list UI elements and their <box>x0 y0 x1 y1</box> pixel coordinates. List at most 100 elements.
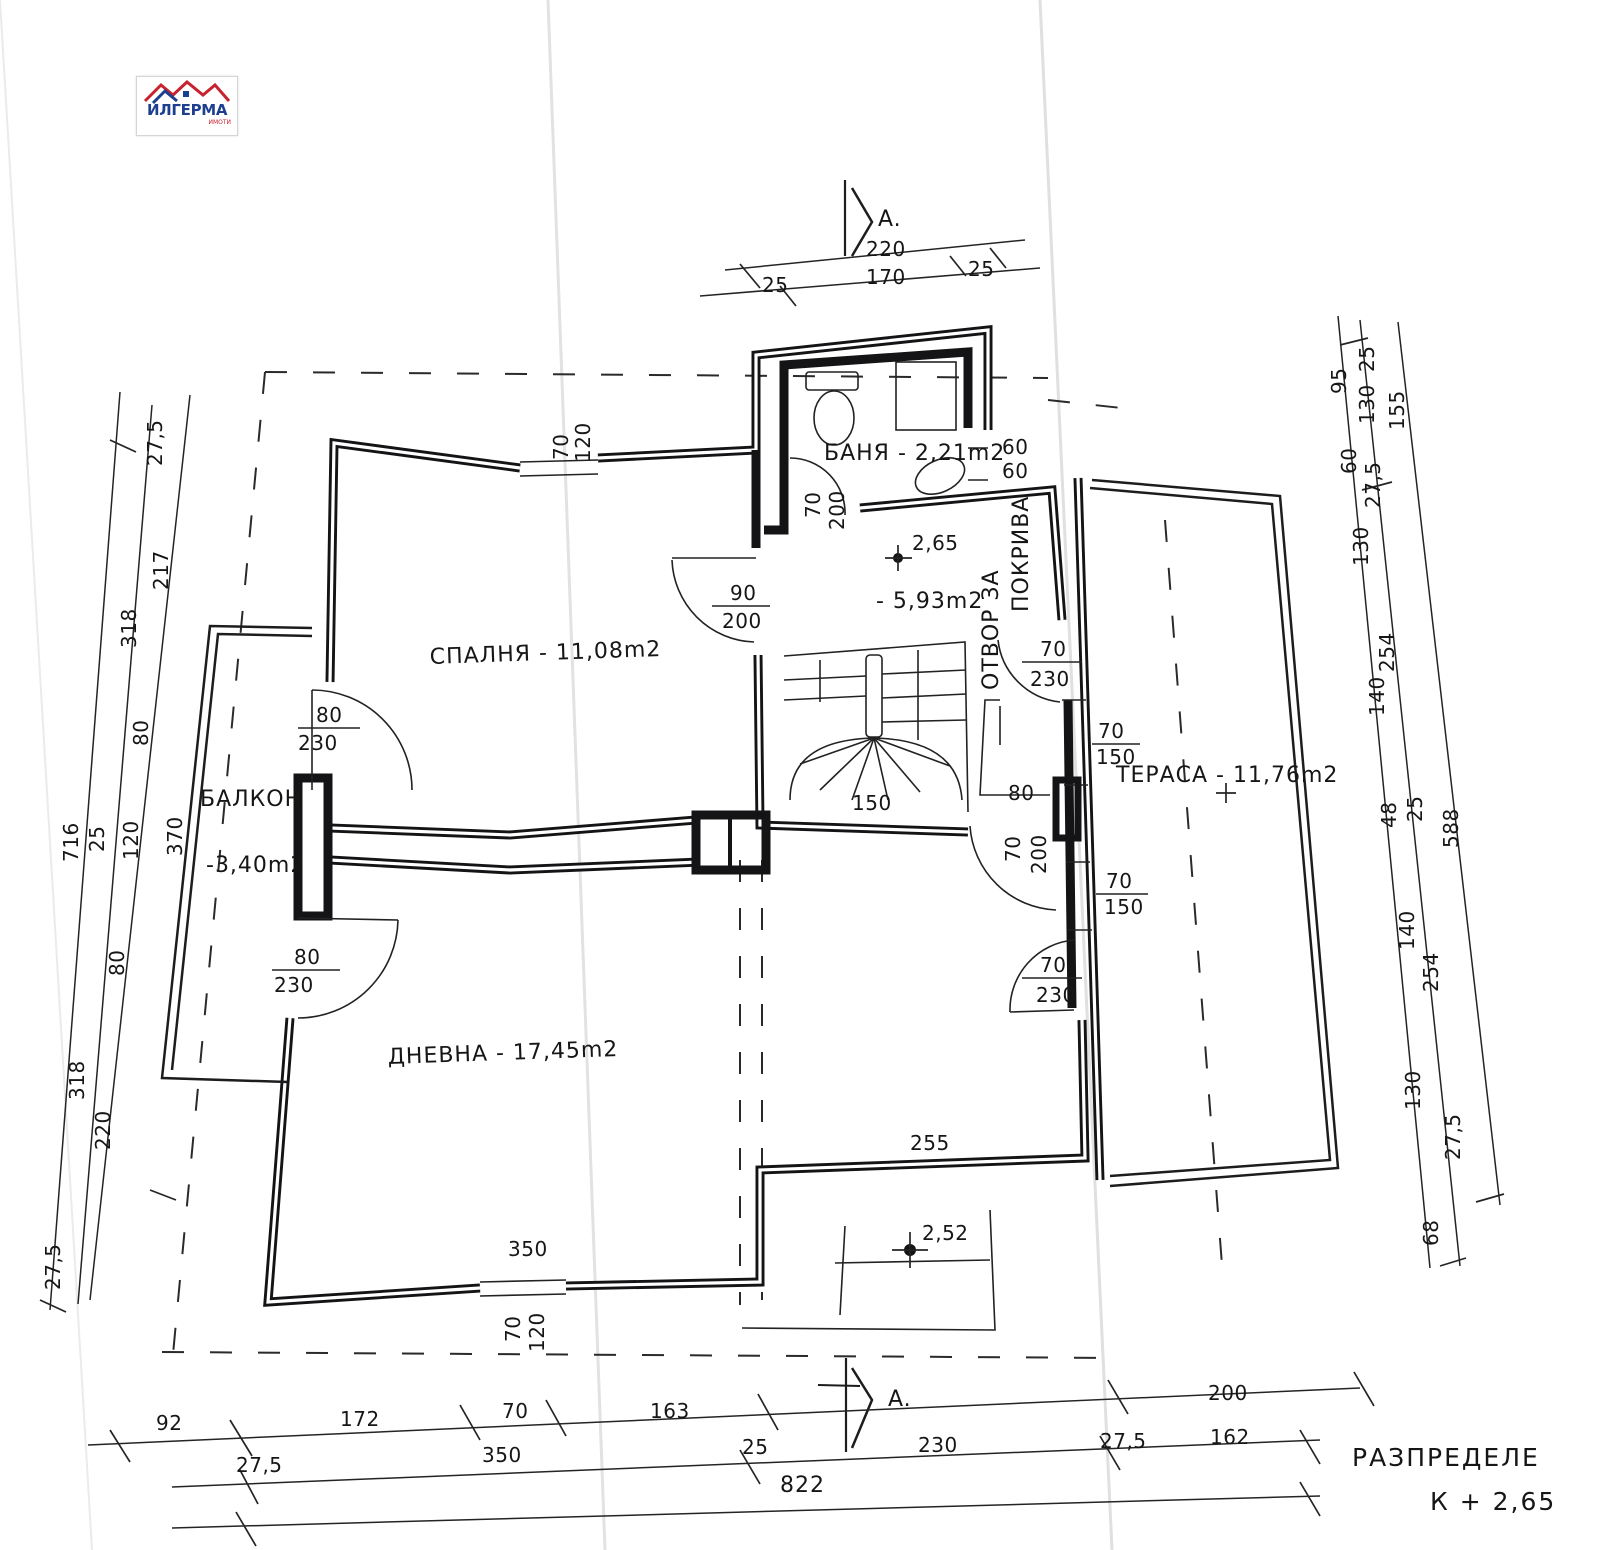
roof-opening-label-2: ПОКРИВА <box>1009 496 1034 612</box>
svg-text:70: 70 <box>1001 836 1025 862</box>
svg-text:60: 60 <box>1002 435 1028 459</box>
svg-text:95: 95 <box>1327 368 1351 394</box>
svg-text:217: 217 <box>149 550 173 590</box>
svg-text:370: 370 <box>163 816 187 856</box>
sink-icon <box>914 457 966 495</box>
door-swings <box>297 457 1075 1019</box>
svg-text:120: 120 <box>571 422 595 462</box>
dim-wall-350: 350 <box>508 1237 548 1261</box>
toilet-tank-icon <box>805 371 859 391</box>
room-hall: - 5,93m2 <box>876 589 983 614</box>
svg-text:588: 588 <box>1439 808 1463 848</box>
staircase <box>783 641 969 813</box>
svg-text:70: 70 <box>1040 637 1066 661</box>
svg-text:130: 130 <box>1349 526 1373 566</box>
svg-text:150: 150 <box>1096 745 1136 769</box>
svg-text:70: 70 <box>801 492 825 518</box>
svg-text:170: 170 <box>866 265 906 289</box>
svg-text:220: 220 <box>866 237 906 261</box>
svg-text:60: 60 <box>1337 448 1361 474</box>
svg-text:172: 172 <box>340 1407 380 1431</box>
svg-text:27,5: 27,5 <box>236 1453 283 1477</box>
paper-folds <box>0 0 1114 1550</box>
svg-text:80: 80 <box>129 720 153 746</box>
svg-text:163: 163 <box>650 1399 690 1423</box>
svg-text:200: 200 <box>1208 1381 1248 1405</box>
section-marker-top-label: A. <box>878 207 902 232</box>
level-markers <box>885 545 1236 1268</box>
room-bath: БАНЯ - 2,21m2 <box>824 441 1005 466</box>
svg-text:60: 60 <box>1002 459 1028 483</box>
toilet-icon <box>813 390 855 446</box>
svg-text:25: 25 <box>1355 346 1379 372</box>
room-balcony-area: -3,40m2 <box>206 853 305 878</box>
svg-text:140: 140 <box>1365 676 1389 716</box>
terrace-outline <box>1089 478 1340 1188</box>
room-living: ДНЕВНА - 17,45m2 <box>387 1037 618 1070</box>
svg-text:230: 230 <box>1030 667 1070 691</box>
logo-name: ИЛГЕРМА <box>147 101 228 119</box>
roof-opening-label-1: ОТВОР ЗА <box>979 569 1004 690</box>
bottom-dimensions: 92 172 70 163 200 27,5 350 25 230 27,5 1… <box>156 1381 1250 1498</box>
section-marker-top <box>843 180 874 257</box>
room-bedroom: СПАЛНЯ - 11,08m2 <box>429 637 661 670</box>
svg-text:80: 80 <box>105 950 129 976</box>
svg-text:230: 230 <box>918 1433 958 1457</box>
svg-text:25: 25 <box>85 826 109 852</box>
dim-wall-255: 255 <box>910 1131 950 1155</box>
svg-text:27,5: 27,5 <box>41 1243 65 1290</box>
house-roof-icon <box>143 80 231 105</box>
svg-text:68: 68 <box>1419 1220 1443 1246</box>
svg-text:25: 25 <box>1403 796 1427 822</box>
svg-text:254: 254 <box>1375 632 1399 672</box>
svg-text:200: 200 <box>1027 834 1051 874</box>
opening-labels: 70 120 60 60 70 200 90 200 80 230 80 230… <box>272 422 1148 1352</box>
svg-text:220: 220 <box>91 1110 115 1150</box>
bath-fixtures <box>805 361 966 495</box>
svg-text:155: 155 <box>1385 390 1409 430</box>
room-terrace: ТЕРАСА - 11,76m2 <box>1115 763 1338 788</box>
section-marker-bottom-label: A. <box>888 1387 912 1412</box>
sheet-level: К + 2,65 <box>1430 1487 1556 1516</box>
shower-tray-icon <box>895 361 957 431</box>
svg-text:27,5: 27,5 <box>143 419 167 466</box>
walls <box>263 324 1105 1307</box>
dim-stair-150: 150 <box>852 791 892 815</box>
svg-text:140: 140 <box>1395 910 1419 950</box>
svg-text:25: 25 <box>742 1435 768 1459</box>
svg-text:200: 200 <box>825 490 849 530</box>
svg-text:120: 120 <box>119 820 143 860</box>
svg-text:130: 130 <box>1401 1070 1425 1110</box>
svg-text:350: 350 <box>482 1443 522 1467</box>
svg-text:70: 70 <box>549 434 573 460</box>
svg-text:70: 70 <box>1106 869 1132 893</box>
balcony-outline <box>160 624 313 1084</box>
lower-floor-outline <box>161 371 1223 1366</box>
windows <box>479 447 1092 1297</box>
section-marker-bottom <box>817 1358 874 1452</box>
svg-text:90: 90 <box>730 581 756 605</box>
svg-text:48: 48 <box>1377 802 1401 828</box>
svg-text:716: 716 <box>59 822 83 862</box>
svg-text:230: 230 <box>1036 983 1076 1007</box>
svg-text:80: 80 <box>1008 781 1034 805</box>
svg-text:70: 70 <box>501 1316 525 1342</box>
svg-text:130: 130 <box>1355 384 1379 424</box>
svg-text:25: 25 <box>762 273 788 297</box>
svg-text:27,5: 27,5 <box>1361 461 1385 508</box>
left-dimensions: 27,5 217 318 80 716 25 120 80 318 220 27… <box>41 419 187 1290</box>
svg-text:80: 80 <box>294 945 320 969</box>
svg-text:80: 80 <box>316 703 342 727</box>
svg-text:318: 318 <box>117 608 141 648</box>
svg-text:27,5: 27,5 <box>1100 1429 1147 1453</box>
svg-text:92: 92 <box>156 1411 182 1435</box>
svg-text:200: 200 <box>722 609 762 633</box>
svg-text:25: 25 <box>968 257 994 281</box>
level-upper: 2,65 <box>912 531 959 555</box>
svg-text:162: 162 <box>1210 1425 1250 1449</box>
svg-text:230: 230 <box>298 731 338 755</box>
svg-text:70: 70 <box>1040 953 1066 977</box>
svg-text:318: 318 <box>65 1060 89 1100</box>
sheet-title: РАЗПРЕДЕЛЕ <box>1352 1443 1540 1472</box>
